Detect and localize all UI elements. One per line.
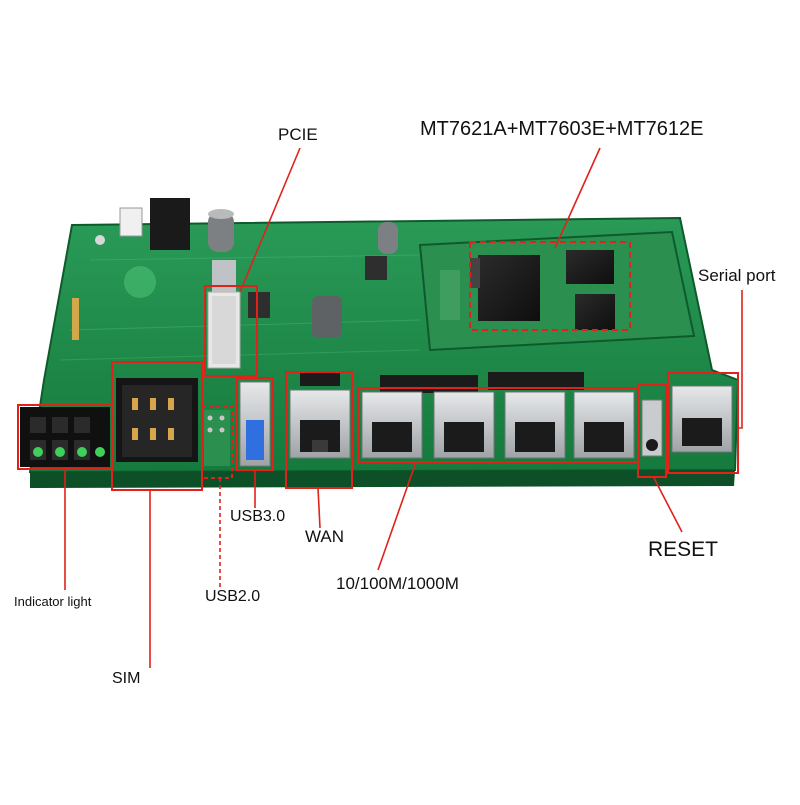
callout-box-pcie — [204, 285, 258, 377]
label-pcie: PCIE — [278, 125, 318, 144]
sim-slot — [116, 378, 198, 462]
label-wan: WAN — [305, 527, 345, 546]
callout-box-usb2 — [201, 405, 233, 479]
leader-chipset — [554, 147, 601, 249]
rj45-wan-port — [289, 389, 351, 459]
leader-serial — [738, 290, 743, 429]
leader-pcie — [239, 147, 301, 293]
reset-button-part — [641, 399, 663, 457]
label-usb3: USB3.0 — [230, 508, 286, 525]
label-usb2: USB2.0 — [205, 588, 261, 605]
rj45-lan-port-1 — [361, 391, 423, 459]
serial-port-jack — [671, 385, 733, 453]
label-reset: RESET — [648, 538, 719, 561]
rj45-lan-port-2 — [433, 391, 495, 459]
label-sim: SIM — [112, 670, 141, 687]
leader-lan — [377, 461, 417, 571]
usb2-header — [204, 410, 230, 466]
chipset-module — [418, 230, 696, 352]
rj45-lan-port-3 — [504, 391, 566, 459]
label-indicator-light: Indicator light — [14, 594, 92, 609]
label-chipset: MT7621A+MT7603E+MT7612E — [420, 118, 704, 140]
callout-box-chipset — [469, 241, 631, 331]
callout-box-wan — [285, 371, 353, 489]
leader-wan — [317, 487, 321, 529]
top-components — [72, 198, 398, 340]
callout-box-serial — [667, 372, 739, 474]
label-lan-speed: 10/100M/1000M — [336, 574, 459, 593]
leader-reset — [653, 477, 683, 533]
rj45-lan-port-4 — [573, 391, 635, 459]
pcie-slot — [207, 260, 241, 369]
label-serial-port: Serial port — [698, 266, 776, 285]
leader-lines — [64, 147, 743, 668]
usb3-port — [239, 381, 271, 467]
callout-box-reset — [637, 384, 667, 478]
indicator-lights — [20, 407, 110, 467]
